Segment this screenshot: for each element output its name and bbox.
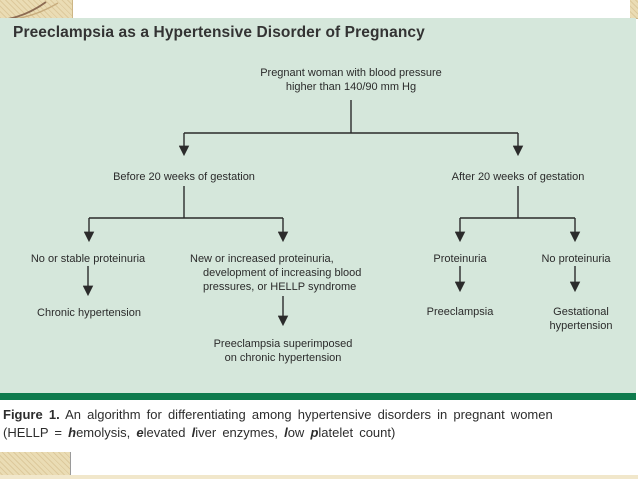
slide-bottom-left-decoration [0, 452, 71, 479]
node-no-proteinuria: No proteinuria [541, 253, 611, 265]
node-no-or-stable-proteinuria: No or stable proteinuria [30, 253, 146, 265]
slide-bottom-strip [0, 475, 638, 479]
node-preeclampsia-superimposed: Preeclampsia superimposed on chronic hyp… [213, 338, 353, 364]
figure-caption: Figure 1. An algorithm for differentiati… [3, 406, 637, 442]
node-chronic-hypertension: Chronic hypertension [37, 307, 141, 319]
node-root: Pregnant woman with blood pressure highe… [260, 67, 442, 93]
node-before-20-weeks: Before 20 weeks of gestation [113, 171, 255, 183]
node-new-or-increased-proteinuria: New or increased proteinuria, developmen… [190, 253, 362, 293]
figure-accent-bar [0, 393, 636, 400]
flowchart-panel: Preeclampsia as a Hypertensive Disorder … [0, 18, 636, 393]
slide-corner-decoration [0, 0, 73, 19]
slide-edge-decoration [630, 0, 638, 19]
figure-title: Preeclampsia as a Hypertensive Disorder … [13, 24, 425, 41]
node-proteinuria: Proteinuria [433, 253, 487, 265]
node-preeclampsia: Preeclampsia [426, 306, 494, 318]
flowchart-connectors [82, 100, 581, 327]
node-after-20-weeks: After 20 weeks of gestation [451, 171, 585, 183]
caption-line2: (HELLP = hemolysis, elevated liver enzym… [3, 425, 396, 440]
swoosh-curve-decoration [7, 1, 59, 18]
node-gestational-hypertension: Gestational hypertension [549, 306, 613, 332]
caption-line1-text: An algorithm for differentiating among h… [59, 407, 553, 422]
figure: Preeclampsia as a Hypertensive Disorder … [0, 18, 636, 450]
figure-label: Figure 1. [3, 407, 60, 422]
caption-line1: Figure 1. An algorithm for differentiati… [3, 406, 637, 424]
